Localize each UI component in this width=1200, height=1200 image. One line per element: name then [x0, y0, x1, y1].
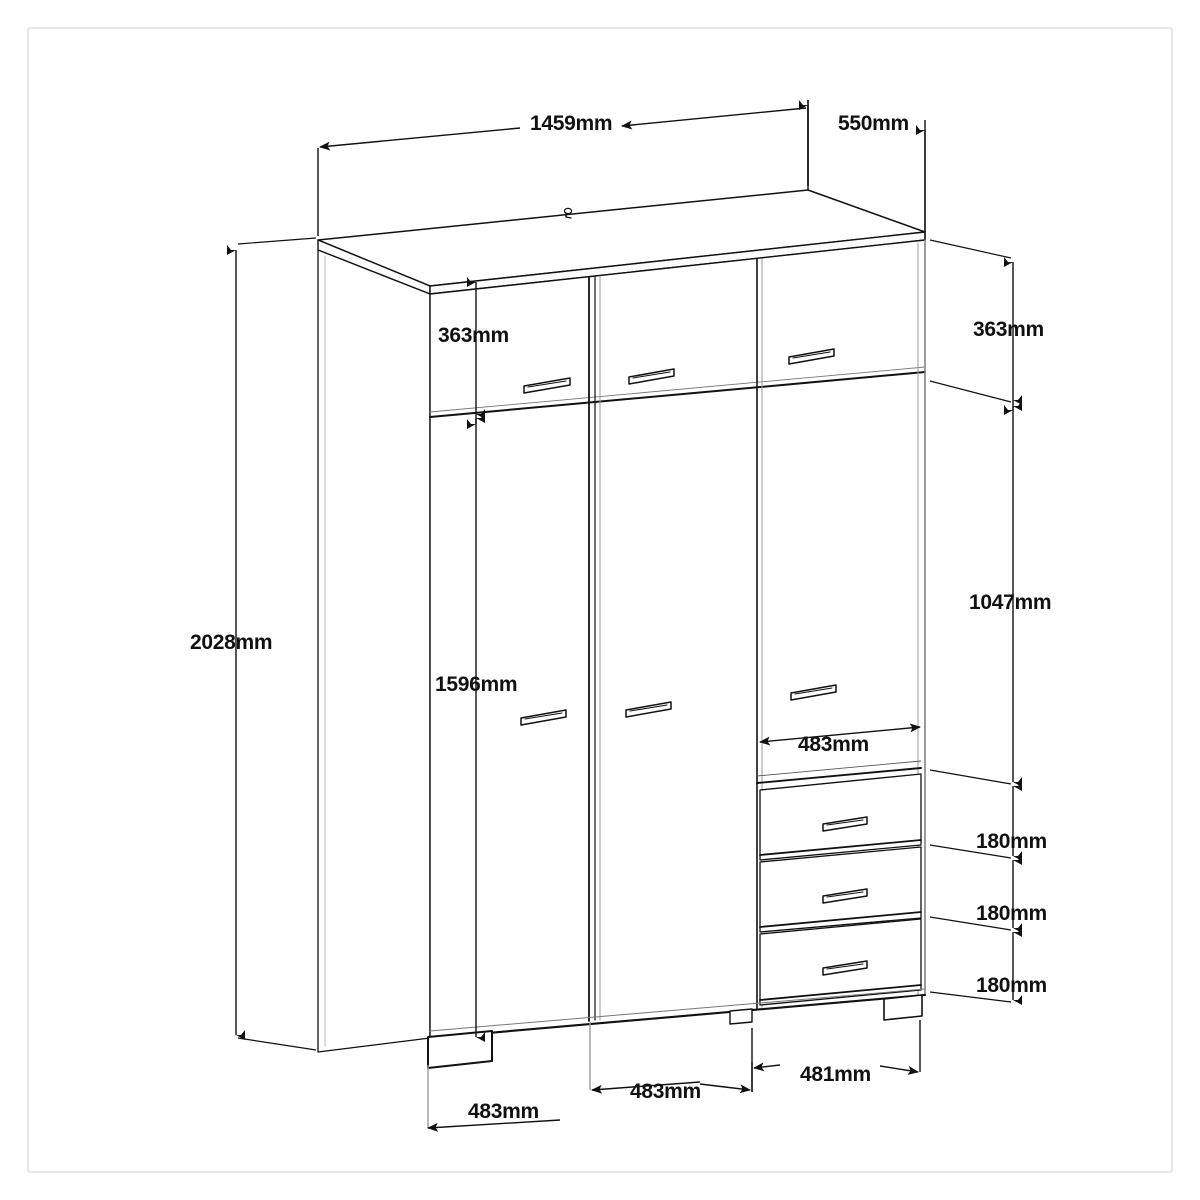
- wardrobe-body: [317, 189, 927, 1069]
- dim-label-right-section-width: 483mm: [798, 733, 869, 756]
- dim-drawer-2: [929, 855, 1022, 933]
- handle-upper-left[interactable]: [523, 377, 571, 394]
- top-fitting-icon: [563, 207, 573, 219]
- dim-label-bottom-right: 481mm: [800, 1063, 871, 1086]
- dimension-annotations: [227, 100, 1022, 1132]
- drawer-top[interactable]: [759, 773, 922, 861]
- handle-drawer-bottom[interactable]: [822, 960, 868, 976]
- shelf-divider-line: [429, 366, 926, 418]
- page-border: [27, 27, 1173, 1173]
- dim-label-overall-height: 2028mm: [190, 631, 273, 654]
- dim-top-compartment-right: [929, 239, 1022, 415]
- dim-bottom-center-483: [591, 1028, 753, 1094]
- handle-lower-right[interactable]: [790, 684, 837, 701]
- dim-right-door-height: [929, 401, 1022, 787]
- drawer-bottom[interactable]: [759, 918, 922, 1006]
- dim-label-drawer-1: 180mm: [976, 830, 1047, 853]
- right-door-bottom-line: [756, 760, 922, 784]
- handle-upper-center[interactable]: [628, 368, 675, 385]
- dim-label-overall-width: 1459mm: [530, 112, 613, 135]
- dim-drawer-1: [929, 781, 1022, 861]
- dim-bottom-right-481: [753, 1020, 921, 1075]
- top-panel: [317, 189, 926, 295]
- dim-label-lower-door-height: 1596mm: [435, 673, 518, 696]
- dim-right-section-width: [759, 723, 921, 746]
- front-right-foot: [883, 994, 923, 1021]
- dim-overall-depth: [799, 100, 926, 232]
- dim-label-bottom-center: 483mm: [630, 1080, 701, 1103]
- door-divider-left: [588, 275, 601, 1022]
- handle-lower-center[interactable]: [625, 701, 672, 718]
- dim-label-drawer-3: 180mm: [976, 974, 1047, 997]
- center-foot: [729, 1008, 753, 1025]
- handle-drawer-middle[interactable]: [822, 888, 868, 904]
- handle-lower-left[interactable]: [520, 709, 567, 726]
- dim-label-overall-depth: 550mm: [838, 112, 909, 135]
- handle-upper-right[interactable]: [788, 348, 835, 365]
- dim-label-right-door-height: 1047mm: [969, 591, 1052, 614]
- dim-label-top-compartment-right: 363mm: [973, 318, 1044, 341]
- front-left-foot: [427, 1030, 493, 1069]
- dim-overall-height: [227, 237, 317, 1051]
- drawer-middle[interactable]: [759, 846, 922, 933]
- handle-drawer-top[interactable]: [822, 816, 868, 832]
- left-side-panel: [317, 249, 431, 1053]
- dim-drawer-3: [929, 927, 1022, 1005]
- dim-label-bottom-left: 483mm: [468, 1100, 539, 1123]
- dim-bottom-left-483: [427, 1022, 591, 1132]
- dim-label-drawer-2: 180mm: [976, 902, 1047, 925]
- dim-label-top-compartment-left: 363mm: [438, 324, 509, 347]
